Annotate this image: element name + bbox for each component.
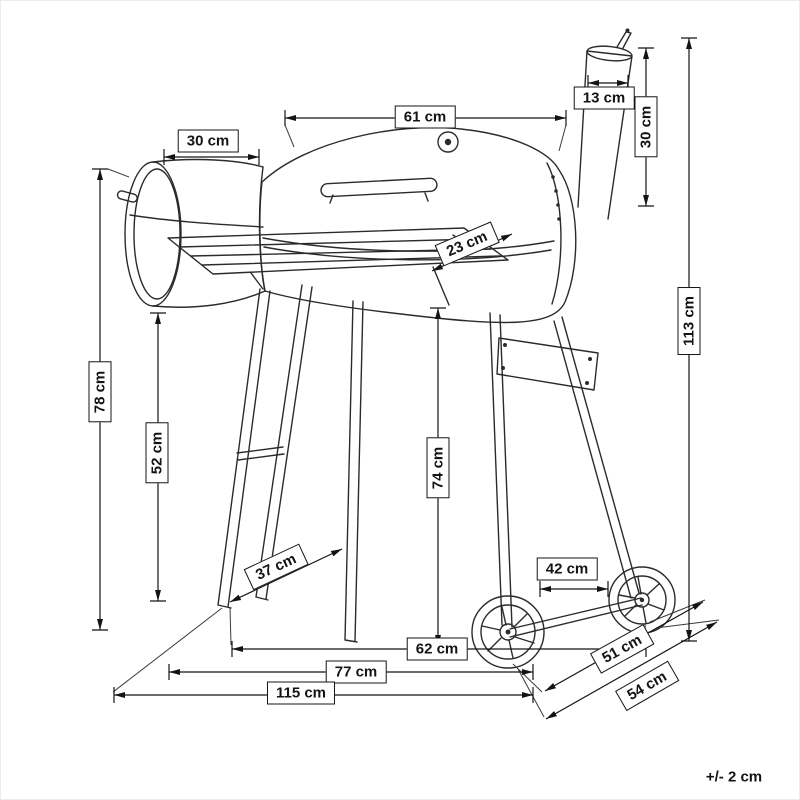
extension-lines: [107, 124, 720, 718]
dim-label-chimney-width: 13 cm: [573, 86, 635, 110]
thermometer-icon: [437, 131, 459, 153]
chimney: [577, 28, 633, 220]
dim-label-axle-width: 42 cm: [536, 557, 598, 581]
dim-label-barrel-length: 61 cm: [394, 105, 456, 129]
dim-label-overall-width: 115 cm: [266, 681, 336, 705]
dim-label-body-span: 77 cm: [325, 660, 387, 684]
dim-label-total-height: 113 cm: [677, 286, 701, 356]
barrel-body: [259, 126, 577, 324]
firebox-handle: [116, 190, 138, 203]
tolerance-note: +/- 2 cm: [705, 768, 763, 786]
dim-label-shelf-height: 52 cm: [145, 422, 169, 484]
dim-label-firebox-length: 30 cm: [177, 129, 239, 153]
lid-handle: [320, 177, 438, 198]
dimension-lines: [92, 37, 718, 720]
firebox: [116, 158, 266, 308]
dim-label-firebox-top-height: 78 cm: [88, 361, 112, 423]
wheels: [471, 566, 676, 669]
dim-label-underside-height: 74 cm: [426, 437, 450, 499]
dim-label-chimney-height: 30 cm: [634, 96, 658, 158]
dim-label-leg-span: 62 cm: [406, 637, 468, 661]
